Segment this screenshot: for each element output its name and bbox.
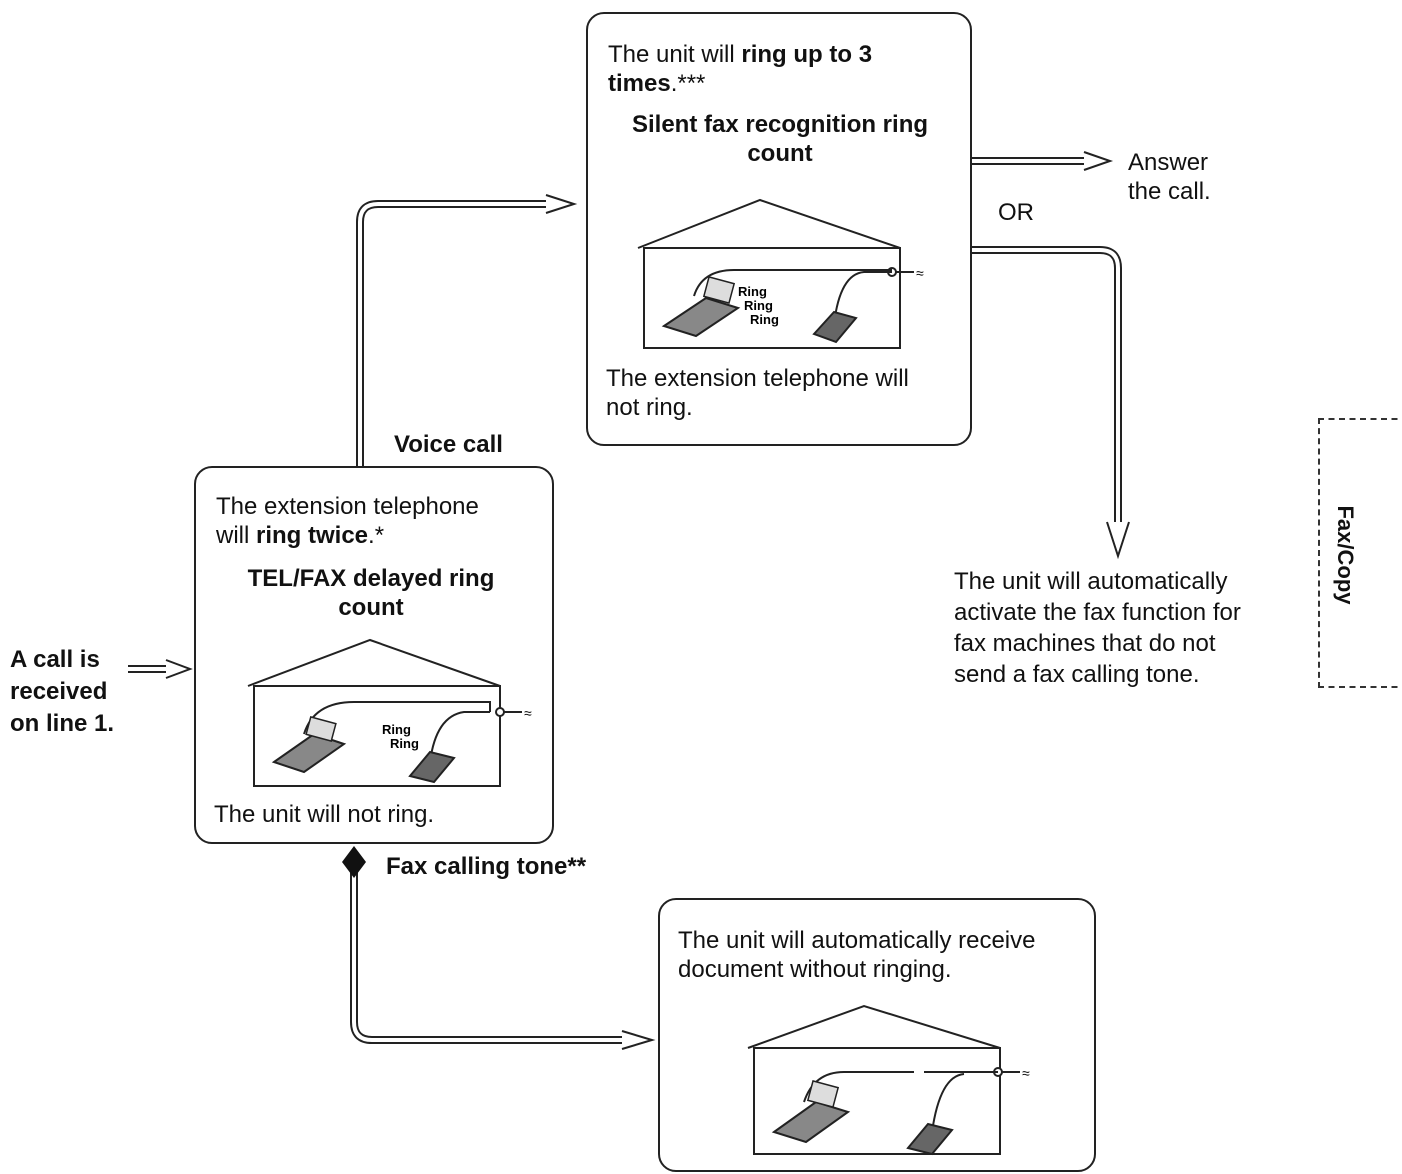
fax-machine-icon xyxy=(271,716,347,774)
silent-fax-recognition-box: The unit will ring up to 3 times.*** Sil… xyxy=(586,12,972,446)
incoming-line-1: A call is xyxy=(10,646,100,673)
silent-description: The unit will ring up to 3 times.*** xyxy=(608,40,958,98)
silent-ring-3: Ring xyxy=(750,312,779,327)
answer-line-2: the call. xyxy=(1128,178,1211,205)
voice-call-connector xyxy=(356,194,578,466)
silent-heading-line-2: count xyxy=(747,140,813,167)
extension-phone-icon xyxy=(408,750,456,784)
auto-receive-house-illustration: ≈ xyxy=(747,1004,1030,1156)
auto-receive-line-1: The unit will automatically receive xyxy=(678,927,1036,954)
incoming-call-arrow xyxy=(128,659,193,679)
voice-call-label: Voice call xyxy=(394,431,503,458)
activate-fax-text: The unit will automatically activate the… xyxy=(954,566,1241,690)
silent-line-1-pre: The unit will xyxy=(608,41,742,68)
silent-heading: Silent fax recognition ring count xyxy=(588,110,972,168)
silent-house-illustration: ≈ Ring Ring Ring xyxy=(637,198,924,349)
incoming-call-label: A call is received on line 1. xyxy=(10,644,114,740)
activate-line-2: activate the fax function for xyxy=(954,599,1241,626)
auto-receive-description: The unit will automatically receive docu… xyxy=(678,926,1088,984)
silent-line-2: times.*** xyxy=(608,69,958,98)
incoming-line-3: on line 1. xyxy=(10,710,115,737)
fax-tone-connector xyxy=(342,846,656,1050)
silent-fax-connector xyxy=(972,246,1130,560)
incoming-line-2: received xyxy=(10,678,108,705)
extension-phone-icon xyxy=(812,310,858,344)
activate-line-4: send a fax calling tone. xyxy=(954,661,1200,688)
answer-line-1: Answer xyxy=(1128,149,1209,176)
tel-fax-delayed-box: The extension telephone will ring twice.… xyxy=(194,466,554,844)
svg-text:≈: ≈ xyxy=(916,265,924,281)
tel-fax-footer: The unit will not ring. xyxy=(214,801,435,828)
auto-receive-line-2: document without ringing. xyxy=(678,956,952,983)
silent-line-1: The unit will ring up to 3 xyxy=(608,40,958,69)
extension-phone-icon xyxy=(906,1122,954,1156)
tel-fax-line-2-bold: ring twice xyxy=(256,522,369,549)
activate-line-1: The unit will automatically xyxy=(954,568,1228,595)
section-tab xyxy=(1318,418,1402,688)
tel-fax-ring-1: Ring xyxy=(382,722,411,737)
tel-fax-house-illustration: ≈ Ring Ring xyxy=(247,638,532,787)
tel-fax-line-1: The extension telephone xyxy=(216,493,479,520)
activate-line-3: fax machines that do not xyxy=(954,630,1216,657)
silent-footer-line-2: not ring. xyxy=(606,394,693,421)
answer-call-arrow xyxy=(972,151,1114,171)
answer-call-text: Answer the call. xyxy=(1128,148,1211,206)
fax-calling-tone-label: Fax calling tone** xyxy=(386,853,587,880)
silent-ring-2: Ring xyxy=(744,298,773,313)
tel-fax-description: The extension telephone will ring twice.… xyxy=(216,492,546,550)
or-label: OR xyxy=(998,199,1034,226)
fax-machine-icon xyxy=(661,276,741,338)
section-tab-label: Fax/Copy xyxy=(1333,505,1358,605)
tel-fax-line-2-pre: will xyxy=(216,522,256,549)
silent-line-2-post: .*** xyxy=(670,70,706,97)
tel-fax-ring-2: Ring xyxy=(390,736,419,751)
tel-fax-line-2-post: .* xyxy=(368,522,385,549)
silent-line-2-bold: times xyxy=(608,70,671,97)
fax-tone-diamond-icon xyxy=(342,846,366,878)
tel-fax-heading-line-1: TEL/FAX delayed ring xyxy=(247,565,495,592)
silent-ring-1: Ring xyxy=(738,284,767,299)
silent-footer: The extension telephone will not ring. xyxy=(606,364,966,422)
svg-text:≈: ≈ xyxy=(1022,1065,1030,1081)
svg-text:≈: ≈ xyxy=(524,705,532,721)
silent-line-1-bold: ring up to 3 xyxy=(741,41,873,68)
fax-machine-icon xyxy=(771,1080,851,1144)
auto-receive-box: The unit will automatically receive docu… xyxy=(658,898,1096,1172)
tel-fax-heading: TEL/FAX delayed ring count xyxy=(196,564,546,622)
tel-fax-line-2: will ring twice.* xyxy=(216,521,546,550)
tel-fax-heading-line-2: count xyxy=(338,594,404,621)
silent-footer-line-1: The extension telephone will xyxy=(606,365,909,392)
silent-heading-line-1: Silent fax recognition ring xyxy=(631,111,929,138)
